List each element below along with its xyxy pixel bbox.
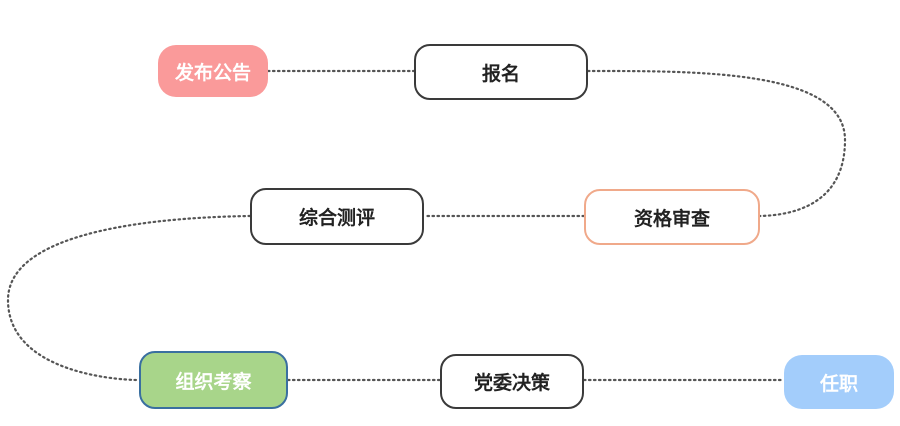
connector-signup-review bbox=[586, 69, 847, 218]
step-eval-label: 综合测评 bbox=[298, 207, 375, 229]
step-eval: 综合测评 bbox=[250, 188, 424, 245]
step-announce-label: 发布公告 bbox=[174, 61, 251, 84]
connector-eval-inspect bbox=[6, 214, 252, 382]
step-announce: 发布公告 bbox=[158, 45, 268, 97]
step-decision: 党委决策 bbox=[440, 354, 584, 409]
step-signup: 报名 bbox=[414, 44, 588, 100]
step-signup-label: 报名 bbox=[481, 62, 520, 85]
step-appoint: 任职 bbox=[784, 355, 894, 409]
step-inspect: 组织考察 bbox=[139, 351, 288, 409]
step-decision-label: 党委决策 bbox=[473, 372, 550, 394]
step-review: 资格审查 bbox=[584, 189, 760, 245]
step-appoint-label: 任职 bbox=[819, 372, 858, 395]
step-review-label: 资格审查 bbox=[633, 207, 710, 230]
step-inspect-label: 组织考察 bbox=[175, 370, 252, 393]
